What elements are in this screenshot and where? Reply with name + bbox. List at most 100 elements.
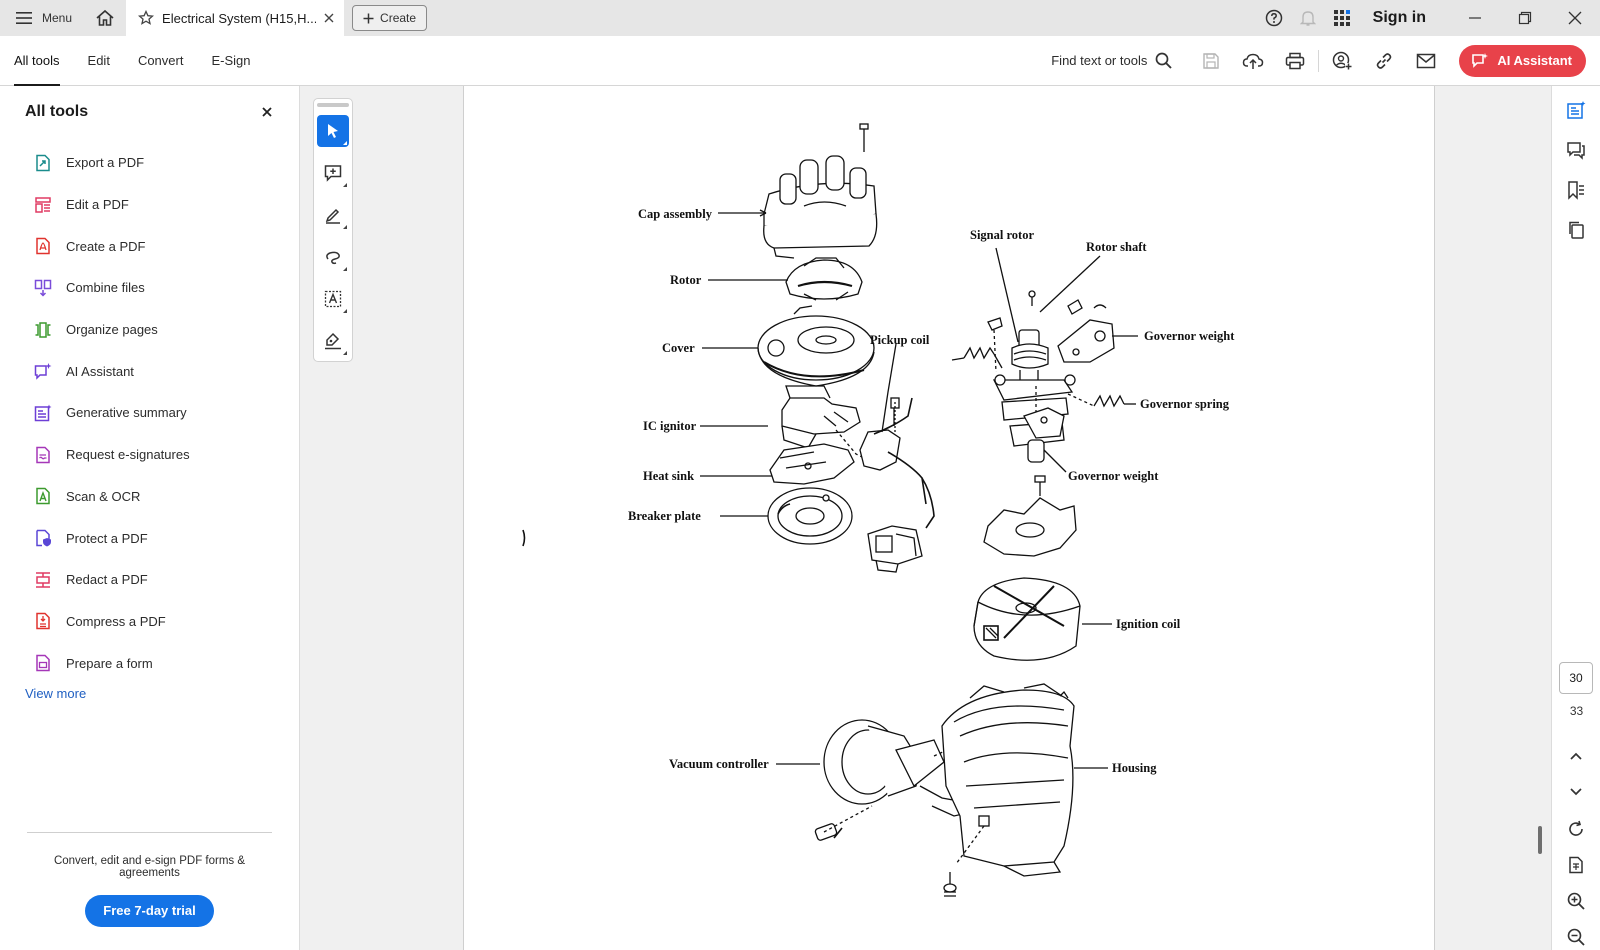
tool-label: Create a PDF: [66, 238, 146, 254]
label-rotor: Rotor: [670, 273, 702, 287]
title-bar-right: Sign in: [1257, 0, 1600, 36]
rotate-button[interactable]: [1560, 813, 1592, 845]
quick-tools-bar: [313, 98, 353, 362]
drag-handle[interactable]: [317, 103, 349, 107]
help-button[interactable]: [1257, 0, 1291, 36]
restore-icon: [1518, 11, 1532, 25]
search-icon: [1155, 52, 1173, 69]
zoom-in-button[interactable]: [1560, 885, 1592, 917]
toolbar-actions: Find text or tools AI Assistant: [1051, 36, 1600, 86]
page-fit-button[interactable]: [1560, 849, 1592, 881]
label-breaker-plate: Breaker plate: [628, 509, 701, 523]
tool-request-esignatures[interactable]: Request e-signatures: [0, 434, 299, 476]
fit-page-icon: [1569, 856, 1583, 874]
sign-in-button[interactable]: Sign in: [1372, 9, 1426, 26]
draw-tool[interactable]: [317, 241, 349, 273]
apps-button[interactable]: [1325, 0, 1359, 36]
right-rail: 30 33: [1551, 86, 1600, 950]
generative-summary-panel-button[interactable]: [1560, 94, 1592, 126]
all-tools-panel: All tools Export a PDF Edit a PDF Create…: [0, 86, 300, 950]
tool-export-pdf[interactable]: Export a PDF: [0, 142, 299, 184]
main-toolbar: All tools Edit Convert E-Sign Find text …: [0, 36, 1600, 86]
free-trial-button[interactable]: Free 7-day trial: [85, 895, 214, 927]
star-icon[interactable]: [138, 10, 155, 26]
label-governor-weight-top: Governor weight: [1144, 329, 1235, 343]
combine-files-icon: [34, 279, 52, 297]
zoom-out-icon: [1567, 928, 1585, 946]
create-button[interactable]: Create: [352, 5, 428, 31]
home-button[interactable]: [88, 0, 122, 36]
label-heat-sink: Heat sink: [643, 469, 694, 483]
next-page-button[interactable]: [1560, 776, 1592, 808]
comment-add-icon: [324, 165, 342, 182]
add-comment-tool[interactable]: [317, 157, 349, 189]
highlight-tool[interactable]: [317, 199, 349, 231]
create-label: Create: [380, 11, 417, 25]
ai-assistant-label: AI Assistant: [1497, 53, 1572, 68]
bookmarks-panel-button[interactable]: [1560, 174, 1592, 206]
comments-panel-button[interactable]: [1560, 134, 1592, 166]
find-label: Find text or tools: [1051, 53, 1148, 68]
share-user-button[interactable]: [1321, 36, 1363, 86]
tool-ai-assistant[interactable]: AI Assistant: [0, 350, 299, 392]
tool-redact-pdf[interactable]: Redact a PDF: [0, 559, 299, 601]
promo-text: Convert, edit and e-sign PDF forms & agr…: [53, 855, 246, 879]
tool-organize-pages[interactable]: Organize pages: [0, 309, 299, 351]
tool-edit-pdf[interactable]: Edit a PDF: [0, 184, 299, 226]
select-tool[interactable]: [317, 115, 349, 147]
save-button[interactable]: [1190, 36, 1232, 86]
label-signal-rotor: Signal rotor: [970, 228, 1034, 242]
tool-generative-summary[interactable]: Generative summary: [0, 392, 299, 434]
apps-grid-icon: [1333, 10, 1350, 26]
tool-protect-pdf[interactable]: Protect a PDF: [0, 517, 299, 559]
close-panel-button[interactable]: [257, 102, 277, 122]
panel-title: All tools: [25, 103, 89, 120]
tool-prepare-form[interactable]: Prepare a form: [0, 642, 299, 684]
menu-label: Menu: [42, 11, 73, 25]
email-button[interactable]: [1405, 36, 1447, 86]
document-tab[interactable]: Electrical System (H15,H...: [126, 0, 345, 36]
exploded-distributor-diagram: Cap assembly Rotor Cover Pickup coil IC …: [522, 123, 1235, 897]
print-button[interactable]: [1274, 36, 1316, 86]
vertical-scrollbar-thumb[interactable]: [1538, 826, 1542, 854]
tool-label: Edit a PDF: [66, 197, 129, 213]
bookmark-icon: [1568, 181, 1584, 200]
zoom-out-button[interactable]: [1560, 921, 1592, 950]
title-bar: Menu Electrical System (H15,H... Create …: [0, 0, 1600, 36]
previous-page-button[interactable]: [1560, 740, 1592, 772]
close-window-button[interactable]: [1550, 0, 1600, 36]
label-cover: Cover: [662, 341, 695, 355]
page-thumbnails-button[interactable]: [1560, 214, 1592, 246]
minimize-button[interactable]: [1450, 0, 1500, 36]
edit-pdf-icon: [35, 196, 51, 213]
copy-link-button[interactable]: [1363, 36, 1405, 86]
label-ignition-coil: Ignition coil: [1116, 617, 1181, 631]
close-icon: [262, 107, 272, 117]
tool-combine-files[interactable]: Combine files: [0, 267, 299, 309]
notifications-button[interactable]: [1291, 0, 1325, 36]
add-text-tool[interactable]: [317, 283, 349, 315]
rotate-icon: [1569, 820, 1583, 836]
label-ic-ignitor: IC ignitor: [643, 419, 697, 433]
tool-scan-ocr[interactable]: Scan & OCR: [0, 476, 299, 518]
document-page[interactable]: Cap assembly Rotor Cover Pickup coil IC …: [463, 86, 1435, 950]
tool-create-pdf[interactable]: Create a PDF: [0, 225, 299, 267]
tool-label: Export a PDF: [66, 155, 145, 171]
current-page-input[interactable]: 30: [1559, 662, 1593, 694]
sign-tool[interactable]: [317, 325, 349, 357]
freehand-draw-icon: [326, 251, 340, 265]
tool-compress-pdf[interactable]: Compress a PDF: [0, 601, 299, 643]
find-tools-button[interactable]: Find text or tools: [1051, 52, 1173, 69]
ai-assistant-button[interactable]: AI Assistant: [1459, 44, 1586, 77]
tool-label: Organize pages: [66, 322, 158, 338]
menu-button[interactable]: Menu: [0, 0, 88, 36]
close-tab-icon[interactable]: [324, 13, 334, 23]
tab-edit[interactable]: Edit: [87, 53, 110, 68]
tab-e-sign[interactable]: E-Sign: [211, 53, 251, 68]
upload-cloud-button[interactable]: [1232, 36, 1274, 86]
restore-button[interactable]: [1500, 0, 1550, 36]
view-more-link[interactable]: View more: [25, 685, 87, 701]
tab-convert[interactable]: Convert: [137, 53, 184, 68]
tab-all-tools[interactable]: All tools: [0, 36, 74, 86]
tool-options-indicator: [343, 309, 347, 313]
